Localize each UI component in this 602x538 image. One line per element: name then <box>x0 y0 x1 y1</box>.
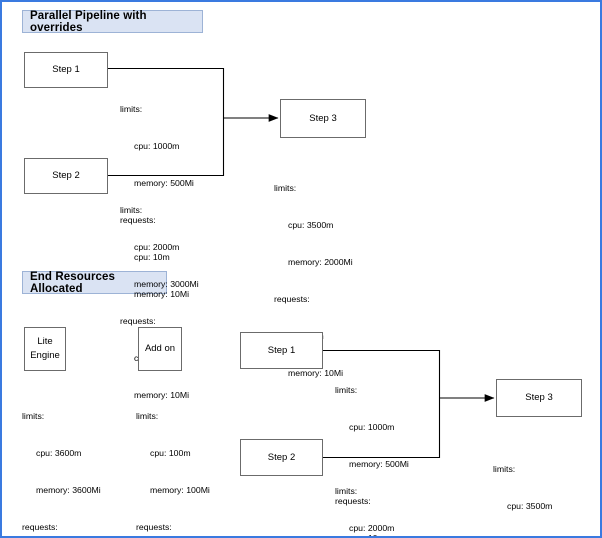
node-top-step-1[interactable]: Step 1 <box>24 52 108 88</box>
limits-label: limits: <box>335 485 358 496</box>
node-bottom-step-3-label: Step 3 <box>525 392 553 404</box>
requests-memory: memory: 10Mi <box>134 389 190 400</box>
limits-memory: memory: 100Mi <box>150 484 210 495</box>
limits-label: limits: <box>136 410 159 421</box>
resources-bottom-step-1: limits: cpu: 1000m memory: 500Mi request… <box>335 359 409 538</box>
requests-memory: memory: 10Mi <box>288 367 344 378</box>
resources-add-on: limits: cpu: 100m memory: 100Mi requests… <box>136 385 210 536</box>
limits-label: limits: <box>274 182 297 193</box>
requests-label: requests: <box>22 521 58 532</box>
limits-label: limits: <box>120 103 143 114</box>
limits-label: limits: <box>120 204 143 215</box>
node-top-step-1-label: Step 1 <box>52 64 80 76</box>
node-lite-engine-label-line1: Lite <box>37 336 53 348</box>
limits-cpu: cpu: 1000m <box>349 421 395 432</box>
node-lite-engine[interactable]: Lite Engine <box>24 327 66 371</box>
resources-top-step-1: limits: cpu: 1000m memory: 500Mi request… <box>120 78 194 325</box>
node-add-on-label: Add on <box>144 343 176 355</box>
node-bottom-step-2-label: Step 2 <box>267 451 296 463</box>
node-top-step-3[interactable]: Step 3 <box>280 99 366 138</box>
node-top-step-2[interactable]: Step 2 <box>24 158 108 194</box>
node-top-step-3-label: Step 3 <box>309 112 337 124</box>
node-bottom-step-1-label: Step 1 <box>267 344 296 356</box>
resources-lite-engine: limits: cpu: 3600m memory: 3600Mi reques… <box>22 385 101 536</box>
node-bottom-step-2[interactable]: Step 2 <box>240 439 323 476</box>
node-lite-engine-label-line2: Engine <box>30 350 60 361</box>
requests-label: requests: <box>274 293 310 304</box>
limits-memory: memory: 2000Mi <box>288 256 353 267</box>
node-bottom-step-3[interactable]: Step 3 <box>496 379 582 417</box>
node-bottom-step-1[interactable]: Step 1 <box>240 332 323 369</box>
limits-cpu: cpu: 3500m <box>288 219 334 230</box>
section-title-parallel-pipeline: Parallel Pipeline with overrides <box>22 10 203 34</box>
resources-bottom-step-3: limits: cpu: 3500m memory: 2000Mi reques… <box>493 438 572 536</box>
node-top-step-2-label: Step 2 <box>52 170 80 182</box>
limits-memory: memory: 500Mi <box>134 177 194 188</box>
requests-label: requests: <box>120 315 156 326</box>
section-title-end-resources: End Resources Allocated <box>22 271 167 295</box>
limits-memory: memory: 500Mi <box>349 458 409 469</box>
limits-memory: memory: 3600Mi <box>36 484 101 495</box>
requests-label: requests: <box>136 521 172 532</box>
limits-memory: memory: 3000Mi <box>134 278 199 289</box>
requests-cpu: cpu: 10m <box>134 251 170 262</box>
limits-cpu: cpu: 2000m <box>134 241 180 252</box>
requests-label: requests: <box>120 214 156 225</box>
limits-cpu: cpu: 3600m <box>36 447 82 458</box>
limits-cpu: cpu: 100m <box>150 447 191 458</box>
limits-label: limits: <box>493 463 516 474</box>
node-add-on[interactable]: Add on <box>138 327 182 371</box>
requests-cpu: cpu: 10m <box>349 532 385 538</box>
requests-memory: memory: 10Mi <box>134 288 190 299</box>
requests-label: requests: <box>335 495 371 506</box>
limits-label: limits: <box>22 410 45 421</box>
limits-cpu: cpu: 1000m <box>134 140 180 151</box>
limits-cpu: cpu: 3500m <box>507 500 553 511</box>
limits-cpu: cpu: 2000m <box>349 522 395 533</box>
resources-bottom-step-2: limits: cpu: 2000m memory: 3000Mi reques… <box>335 460 414 536</box>
limits-label: limits: <box>335 384 358 395</box>
